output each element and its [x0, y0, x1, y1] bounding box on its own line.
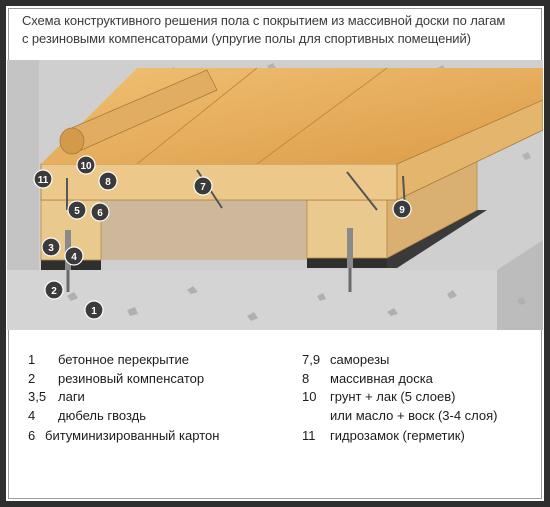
- legend-text: или масло + воск (3-4 слоя): [330, 408, 498, 423]
- concrete-slab: [7, 240, 543, 330]
- legend-num: 8: [302, 371, 310, 386]
- svg-text:4: 4: [71, 252, 77, 263]
- joist-shadow: [101, 200, 307, 260]
- legend-text: бетонное перекрытие: [58, 352, 190, 367]
- marker-8: 8: [98, 171, 118, 191]
- legend-num: 10: [302, 389, 317, 404]
- legend-num: 2: [28, 371, 36, 386]
- marker-10: 10: [76, 155, 96, 175]
- svg-text:1: 1: [91, 306, 97, 317]
- concrete-texture: [67, 286, 526, 321]
- concrete-slab-side: [497, 240, 543, 330]
- svg-text:9: 9: [399, 205, 405, 216]
- marker-11: 11: [33, 169, 53, 189]
- marker-6: 6: [90, 202, 110, 222]
- legend-text: битуминизированный картон: [45, 428, 220, 443]
- svg-text:5: 5: [74, 206, 80, 217]
- side-wall: [7, 60, 39, 272]
- svg-text:6: 6: [97, 208, 103, 219]
- legend-num: 11: [302, 428, 316, 443]
- legend-num: 6: [28, 428, 36, 443]
- legend-text: гидрозамок (герметик): [330, 428, 465, 443]
- marker-5: 5: [67, 200, 87, 220]
- legend-num: 1: [28, 352, 36, 367]
- board-right-side: [396, 99, 543, 201]
- rubber-pad-back: [387, 210, 487, 268]
- title-line-1: Схема конструктивного решения пола с пок…: [22, 13, 506, 28]
- marker-3: 3: [41, 237, 61, 257]
- marker-2: 2: [44, 280, 64, 300]
- legend-text: резиновый компенсатор: [58, 371, 205, 386]
- marker-4: 4: [64, 246, 84, 266]
- legend-num: 3,5: [28, 389, 47, 404]
- loose-board-end: [59, 127, 85, 155]
- legend-num: 7,9: [302, 352, 321, 367]
- marker-9: 9: [392, 199, 412, 219]
- title-line-2: с резиновыми компенсаторами (упругие пол…: [22, 31, 471, 46]
- svg-text:7: 7: [200, 182, 206, 193]
- marker-7: 7: [193, 176, 213, 196]
- svg-text:2: 2: [51, 286, 57, 297]
- legend-text: грунт + лак (5 слоев): [330, 389, 456, 404]
- legend-text: лаги: [58, 389, 85, 404]
- svg-text:3: 3: [48, 243, 54, 254]
- svg-text:10: 10: [80, 161, 92, 172]
- svg-text:8: 8: [105, 177, 111, 188]
- legend-text: дюбель гвоздь: [58, 408, 147, 423]
- svg-text:11: 11: [38, 175, 49, 186]
- legend-text: саморезы: [330, 352, 390, 367]
- marker-1: 1: [84, 300, 104, 320]
- legend-text: массивная доска: [330, 371, 433, 386]
- legend-num: 4: [28, 408, 36, 423]
- floor-section-illustration: 1 2 3 4 5 6 7 8 9 10 11: [7, 60, 543, 330]
- board-seams: [136, 67, 388, 165]
